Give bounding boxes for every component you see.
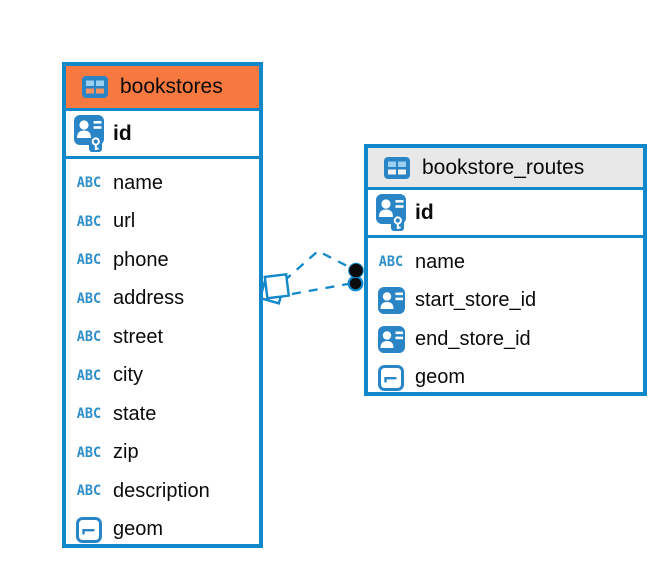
column-row[interactable]: end_store_id — [375, 320, 643, 359]
text-type-icon: ABC — [76, 328, 102, 346]
relationship-dot-endpoint-lower[interactable] — [347, 275, 364, 292]
reference-type-icon — [375, 325, 407, 353]
text-type-icon: ABC — [76, 367, 102, 385]
text-type-icon: ABC — [76, 482, 102, 500]
table-header-bookstores[interactable]: bookstores — [66, 66, 259, 111]
column-label: state — [113, 402, 157, 425]
column-list: ABC name ABC url ABC phone ABC address A… — [66, 159, 259, 549]
column-label: street — [113, 325, 164, 348]
reference-type-icon — [375, 287, 407, 315]
column-label: phone — [113, 248, 169, 271]
relationship-line-end-store[interactable] — [291, 282, 349, 296]
column-row-pk[interactable]: id — [66, 111, 259, 159]
column-row[interactable]: ABC address — [73, 280, 259, 319]
column-row[interactable]: ABC city — [73, 357, 259, 396]
column-label: city — [113, 364, 143, 387]
column-label: id — [113, 121, 132, 145]
column-label: name — [415, 250, 466, 273]
text-type-icon: ABC — [378, 253, 404, 271]
column-label: description — [113, 479, 210, 502]
column-row[interactable]: ABC description — [73, 472, 259, 511]
relationship-line-start-store[interactable] — [283, 249, 352, 282]
text-type-icon: ABC — [76, 290, 102, 308]
column-label: end_store_id — [415, 327, 531, 350]
table-title: bookstore_routes — [422, 155, 585, 179]
column-label: start_store_id — [415, 289, 537, 312]
text-type-icon: ABC — [76, 444, 102, 462]
text-type-icon: ABC — [76, 251, 102, 269]
column-row[interactable]: start_store_id — [375, 282, 643, 321]
table-icon — [79, 76, 111, 98]
table-icon — [381, 156, 413, 179]
text-type-icon: ABC — [76, 174, 102, 192]
column-row[interactable]: ABC name — [375, 243, 643, 282]
table-title: bookstores — [120, 75, 223, 98]
relationship-diamond-endpoint-front[interactable] — [263, 272, 291, 300]
column-label: geom — [415, 366, 466, 389]
geometry-type-icon — [375, 364, 407, 391]
primary-key-icon — [73, 115, 105, 152]
column-row[interactable]: geom — [375, 359, 643, 398]
column-label: id — [415, 200, 434, 224]
column-row[interactable]: ABC state — [73, 395, 259, 434]
column-row[interactable]: ABC zip — [73, 434, 259, 473]
relationship-dot-endpoint-upper[interactable] — [348, 262, 364, 279]
column-list: ABC name start_store_id — [368, 238, 643, 397]
column-label: geom — [113, 518, 164, 541]
table-header-bookstore-routes[interactable]: bookstore_routes — [368, 148, 643, 190]
geometry-type-icon — [73, 516, 105, 543]
column-row[interactable]: ABC url — [73, 203, 259, 242]
entity-table-bookstore-routes[interactable]: bookstore_routes id ABC — [364, 144, 647, 396]
entity-table-bookstores[interactable]: bookstores id ABC — [62, 62, 263, 548]
text-type-icon: ABC — [76, 213, 102, 231]
primary-key-icon — [375, 194, 407, 231]
column-label: name — [113, 171, 164, 194]
column-row[interactable]: ABC name — [73, 164, 259, 203]
text-type-icon: ABC — [76, 405, 102, 423]
column-row[interactable]: ABC street — [73, 318, 259, 357]
column-row[interactable]: geom — [73, 511, 259, 550]
column-label: address — [113, 287, 185, 310]
column-row-pk[interactable]: id — [368, 190, 643, 238]
column-row[interactable]: ABC phone — [73, 241, 259, 280]
column-label: url — [113, 210, 136, 233]
column-label: zip — [113, 441, 139, 464]
